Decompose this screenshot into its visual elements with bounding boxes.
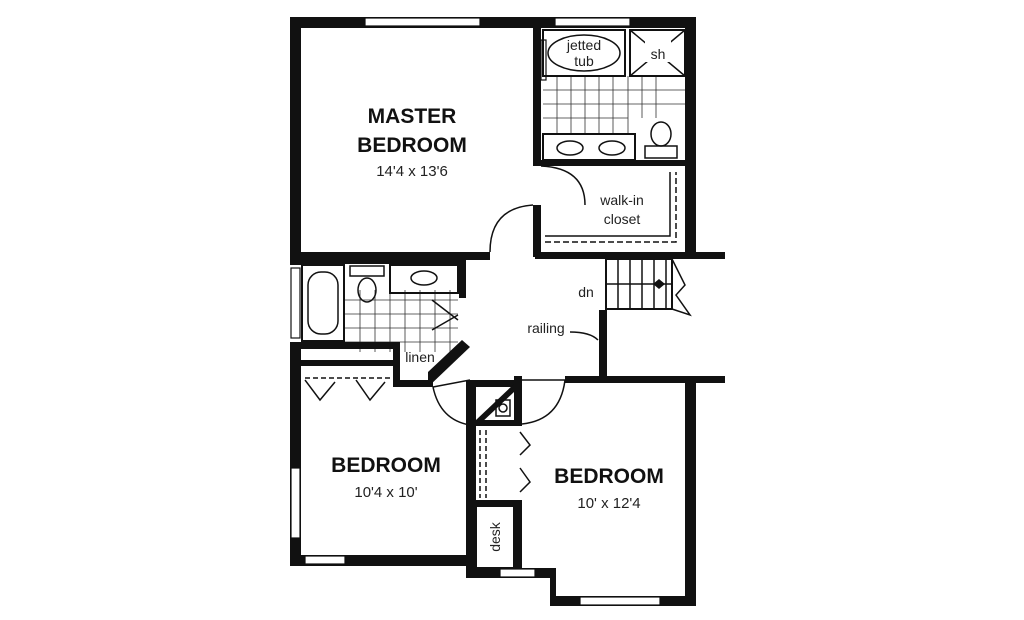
bedroom-left-name: BEDROOM (331, 454, 441, 477)
bedroom-right-dimensions: 10' x 12'4 (577, 495, 640, 512)
walk-in-closet-label-line2: closet (604, 211, 641, 227)
stairs-down-label: dn (578, 284, 594, 300)
jetted-tub-label-line2: tub (574, 53, 594, 69)
bedroom-right-name: BEDROOM (554, 465, 664, 488)
jetted-tub-label-line1: jetted (566, 37, 601, 53)
shower-stall (629, 29, 686, 77)
walk-in-closet-shelving (545, 172, 677, 243)
master-vanity (542, 133, 636, 161)
interior-walls (290, 28, 685, 575)
desk-label: desk (487, 521, 503, 552)
bedroom-left-dimensions: 10'4 x 10' (354, 484, 417, 501)
jetted-tub (542, 29, 626, 77)
walk-in-closet-label-line1: walk-in (599, 192, 644, 208)
hall-bath-tile-floor (345, 290, 458, 352)
stairs (605, 258, 692, 317)
linen-closet-label: linen (405, 349, 435, 365)
master-toilet-icon (644, 121, 678, 159)
master-bedroom-name-line2: BEDROOM (357, 134, 467, 157)
hall-toilet-icon (349, 265, 385, 303)
railing (569, 310, 607, 378)
hall-bathtub (301, 264, 345, 342)
hall-vanity (389, 264, 459, 294)
desk (475, 505, 515, 569)
master-bedroom-name-line1: MASTER (368, 105, 457, 128)
door-swings (304, 165, 586, 498)
master-bedroom-dimensions: 14'4 x 13'6 (376, 163, 448, 180)
railing-label: railing (527, 320, 564, 336)
master-bath-tile-floor (543, 76, 685, 134)
shower-label: sh (651, 46, 666, 62)
